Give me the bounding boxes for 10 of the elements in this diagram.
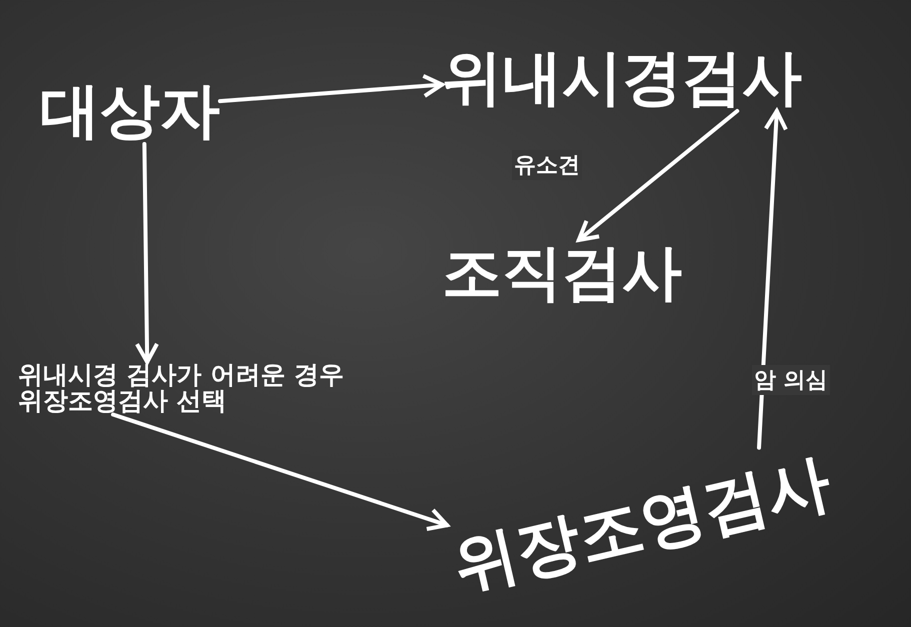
arrow [111,412,449,532]
node-label: 위내시경 검사가 어려운 경우 위장조영검사 선택 [18,362,398,414]
arrow [757,109,788,450]
edge-label: 암 의심 [752,365,830,395]
arrow [218,74,444,104]
node-label: 대상자 [40,78,220,144]
node-label: 위내시경검사 [442,45,802,111]
node-label: 조직검사 [442,240,682,306]
arrow [134,142,159,364]
arrow [576,109,740,242]
